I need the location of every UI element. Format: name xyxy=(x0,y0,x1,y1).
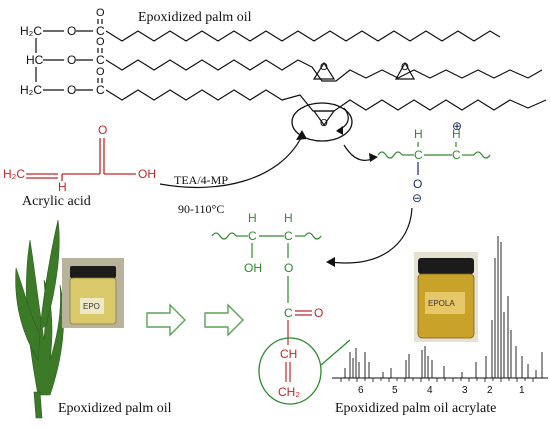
bottom-right-caption: Epoxidized palm oil acrylate xyxy=(335,401,496,416)
nmr-tick-4: 4 xyxy=(427,385,433,396)
epo-jar-lid xyxy=(70,266,116,278)
acrylate-highlight-ellipse xyxy=(258,337,322,405)
row2-hc: HC xyxy=(26,53,44,67)
process-arrow-2 xyxy=(204,303,244,337)
epola-jar-label: EPOLA xyxy=(428,299,455,308)
nmr-tick-6: 6 xyxy=(358,385,364,396)
row1-c: C xyxy=(96,24,105,38)
acrylate-to-nmr-connector xyxy=(320,339,351,366)
row2-carbonyl-o: O xyxy=(96,36,105,48)
acrylic-bonds xyxy=(26,138,136,181)
acrylic-oh: OH xyxy=(138,167,156,181)
product-structure: H C C H OH O C O CH CH₂ xyxy=(211,211,351,405)
bottom-left-caption: Epoxidized palm oil xyxy=(58,401,172,416)
row3-c: C xyxy=(96,83,105,97)
epola-jar-sticker xyxy=(425,292,465,314)
epola-jar-lid xyxy=(418,258,474,274)
top-title: Epoxidized palm oil xyxy=(138,10,252,25)
acrylic-acid-label: Acrylic acid xyxy=(22,194,91,209)
acrylic-acid-structure: H₂C H O OH Acrylic acid xyxy=(3,123,156,209)
epoxide-o-1: O xyxy=(320,62,328,73)
product-h-left: H xyxy=(248,211,257,225)
product-o-carbonyl: O xyxy=(314,306,323,320)
intermediate-structure: H C C H ⊕ O ⊖ xyxy=(377,119,491,205)
product-oh: OH xyxy=(244,261,262,275)
row1-h2c: H₂C xyxy=(20,24,42,38)
nmr-ticks xyxy=(340,378,534,382)
product-o-ester: O xyxy=(284,261,293,275)
product-wavy-left xyxy=(211,232,237,240)
acrylic-h2c: H₂C xyxy=(3,167,25,181)
epoxide-o-2: O xyxy=(401,62,409,73)
row3-o: O xyxy=(67,83,76,97)
nmr-tick-5: 5 xyxy=(392,385,398,396)
leaf-stem xyxy=(33,391,43,419)
product-c-carbonyl: C xyxy=(284,306,293,320)
row2-c: C xyxy=(96,53,105,67)
product-c-right: C xyxy=(284,229,293,243)
nmr-peaks xyxy=(344,236,543,378)
epola-jar: EPOLA xyxy=(414,252,478,342)
product-c-left: C xyxy=(248,229,257,243)
intermediate-c-left: C xyxy=(414,148,423,162)
catalyst-label: TEA/4-MP xyxy=(174,173,228,187)
product-ch: CH xyxy=(280,347,297,361)
row1-carbonyl-o: O xyxy=(96,7,105,19)
carbocation-plus: ⊕ xyxy=(452,119,462,133)
intermediate-wavy-right xyxy=(473,151,491,159)
acrylic-carbonyl-o: O xyxy=(98,123,107,137)
process-arrow-1 xyxy=(146,303,186,337)
arrow-heads xyxy=(296,126,378,267)
row2-o: O xyxy=(67,53,76,67)
epoxide-o-3: O xyxy=(320,118,328,129)
alkoxide-minus: ⊖ xyxy=(412,191,422,205)
row1-o: O xyxy=(67,24,76,38)
intermediate-wavy-left xyxy=(377,151,403,159)
nmr-spectrum: 6 5 4 3 2 1 xyxy=(332,236,548,396)
product-wavy-right xyxy=(304,232,322,240)
intermediate-h-left: H xyxy=(414,127,423,141)
epo-jar: EPO xyxy=(62,258,124,328)
acrylic-h: H xyxy=(58,180,67,194)
epoxidized-palm-oil-structure: Epoxidized palm oil H₂C O C O HC O C O H… xyxy=(20,7,547,142)
palm-leaves-image xyxy=(15,219,64,419)
epoxide-rings xyxy=(312,61,416,127)
intermediate-h-right: H xyxy=(452,127,461,141)
nmr-tick-2: 2 xyxy=(487,385,493,396)
intermediate-c-right: C xyxy=(452,148,461,162)
product-h-right: H xyxy=(284,211,293,225)
process-arrows xyxy=(146,303,244,337)
leaf-top xyxy=(39,219,60,331)
product-ch2: CH₂ xyxy=(278,385,300,399)
nmr-tick-1: 1 xyxy=(519,385,525,396)
row3-carbonyl-o: O xyxy=(96,66,105,78)
epo-jar-sticker xyxy=(80,298,104,314)
intermediate-o: O xyxy=(413,177,422,191)
temperature-label: 90-110°C xyxy=(178,202,224,216)
leaf-left xyxy=(15,267,41,361)
glycerol-bonds xyxy=(35,19,103,91)
highlight-ellipse xyxy=(291,102,353,142)
nmr-tick-3: 3 xyxy=(462,385,468,396)
epo-jar-label: EPO xyxy=(83,302,100,311)
row3-h2c: H₂C xyxy=(20,83,42,97)
